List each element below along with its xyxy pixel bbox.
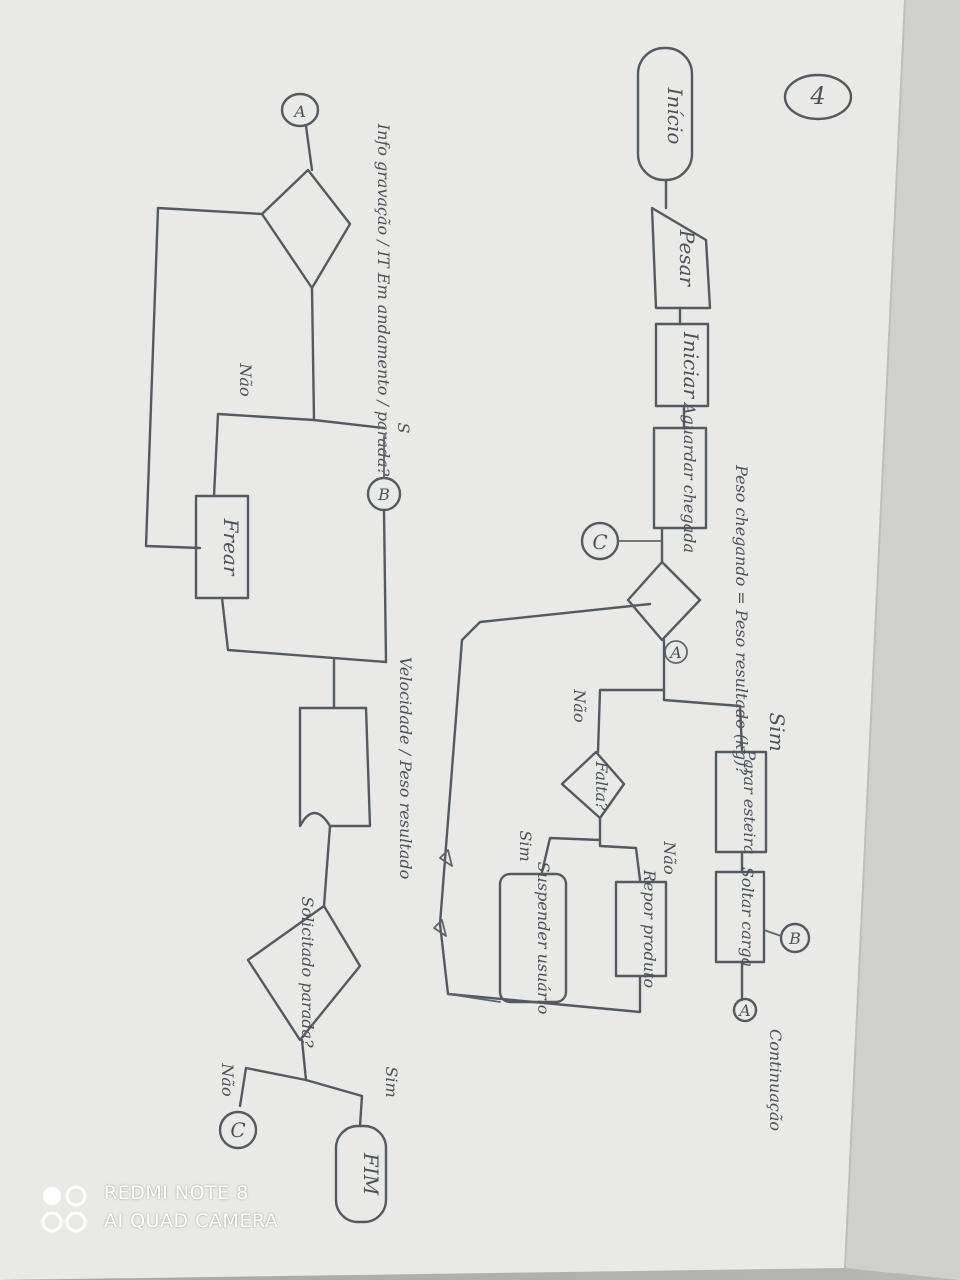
page-number-circle (783, 73, 853, 121)
nao-label-1: Não (570, 688, 589, 722)
suspender-label: Suspender usuário (534, 862, 553, 1015)
edge-b-merge (382, 508, 388, 664)
paper-sheet-shape (0, 0, 905, 1280)
nao-label-2: Não (660, 840, 679, 874)
connector-b-left-label: B (377, 485, 390, 504)
peso-check-diamond (626, 560, 702, 642)
edge-frear-merge (220, 596, 388, 664)
suspender-box (498, 872, 568, 1004)
frear-label: Frear (219, 518, 243, 577)
edge-suspender-loop (447, 993, 501, 1003)
edge-solicitado-split (300, 1038, 308, 1082)
edge-info-sim (310, 286, 386, 430)
connector-c-bottom-label: C (230, 1118, 245, 1142)
continua-label: Continuação (766, 1029, 785, 1131)
start-label: Início (663, 87, 687, 145)
info-check-diamond (260, 168, 352, 290)
sim-label-2: Sim (516, 830, 535, 861)
connector-a-left (280, 92, 320, 128)
report-label: Velocidade / Peso resultado (396, 657, 415, 879)
edge-info-loop (144, 206, 264, 550)
pesar-box (650, 206, 712, 310)
edge-falta-nao (598, 816, 642, 882)
page-number: 4 (809, 82, 825, 110)
connector-c-bottom (218, 1110, 258, 1150)
connector-a-left-label: A (292, 102, 306, 121)
connector-a-small-label: A (668, 643, 682, 662)
camera-logo-icon (41, 1185, 87, 1233)
end-label: FIM (359, 1152, 383, 1196)
edge-falta-sim (540, 836, 602, 874)
end-terminator (334, 1124, 388, 1224)
paper-edge (844, 0, 906, 1269)
connector-a-bottom (732, 997, 758, 1023)
watermark-line-1: REDMI NOTE 8 (104, 1182, 249, 1204)
parar-esteira-label: Parar esteira (740, 748, 759, 854)
s-label: S (394, 423, 413, 434)
iniciar-label: Iniciar (679, 331, 703, 400)
edge-a-info (304, 124, 314, 172)
aguardar-box (652, 426, 708, 530)
arrowhead-loop-2 (433, 919, 447, 937)
camera-watermark: REDMI NOTE 8 AI QUAD CAMERA (40, 1178, 340, 1238)
nao-label-3: Não (236, 362, 255, 396)
report-document (298, 706, 372, 828)
sim-label-1: Sim (765, 712, 789, 751)
edge-solicitado-nao (238, 1066, 308, 1108)
edge-info-nao (212, 412, 316, 498)
edge-decision-sim (662, 638, 744, 752)
nao-label-4: Não (218, 1062, 237, 1096)
solicitado-diamond (246, 904, 362, 1042)
aguardar-label: Aguardar chegada (680, 401, 699, 553)
peso-check-label: Peso chegando = Peso resultado (kg)? (732, 464, 751, 775)
edge-loop-back (438, 602, 652, 1014)
solicitado-label: Solicitado parada? (298, 896, 317, 1048)
connector-c-top-label: C (592, 530, 607, 554)
repor-produto-label: Repor produto (640, 869, 659, 988)
edge-report-solicitado (322, 824, 332, 908)
watermark-line-2: AI QUAD CAMERA (104, 1210, 279, 1232)
pesar-label: Pesar (675, 229, 699, 288)
connector-b-right-label: B (788, 929, 801, 948)
falta-label: Falta? (592, 760, 611, 811)
arrowhead-loop-1 (439, 849, 453, 867)
cloth-background (845, 0, 960, 1280)
edge-solicitado-sim (304, 1078, 364, 1128)
connector-a-bottom-label: A (737, 1001, 751, 1020)
edge-decision-nao (596, 688, 666, 754)
soltar-carga-label: Soltar carga (738, 867, 757, 967)
edge-soltar-b (763, 929, 782, 937)
connector-b-right (779, 922, 811, 954)
info-check-label: Info gravação / IT Em andamento / parada… (374, 123, 393, 477)
sim-label-3: Sim (382, 1066, 401, 1097)
soltar-carga-box (714, 870, 766, 964)
iniciar-box (654, 322, 710, 408)
